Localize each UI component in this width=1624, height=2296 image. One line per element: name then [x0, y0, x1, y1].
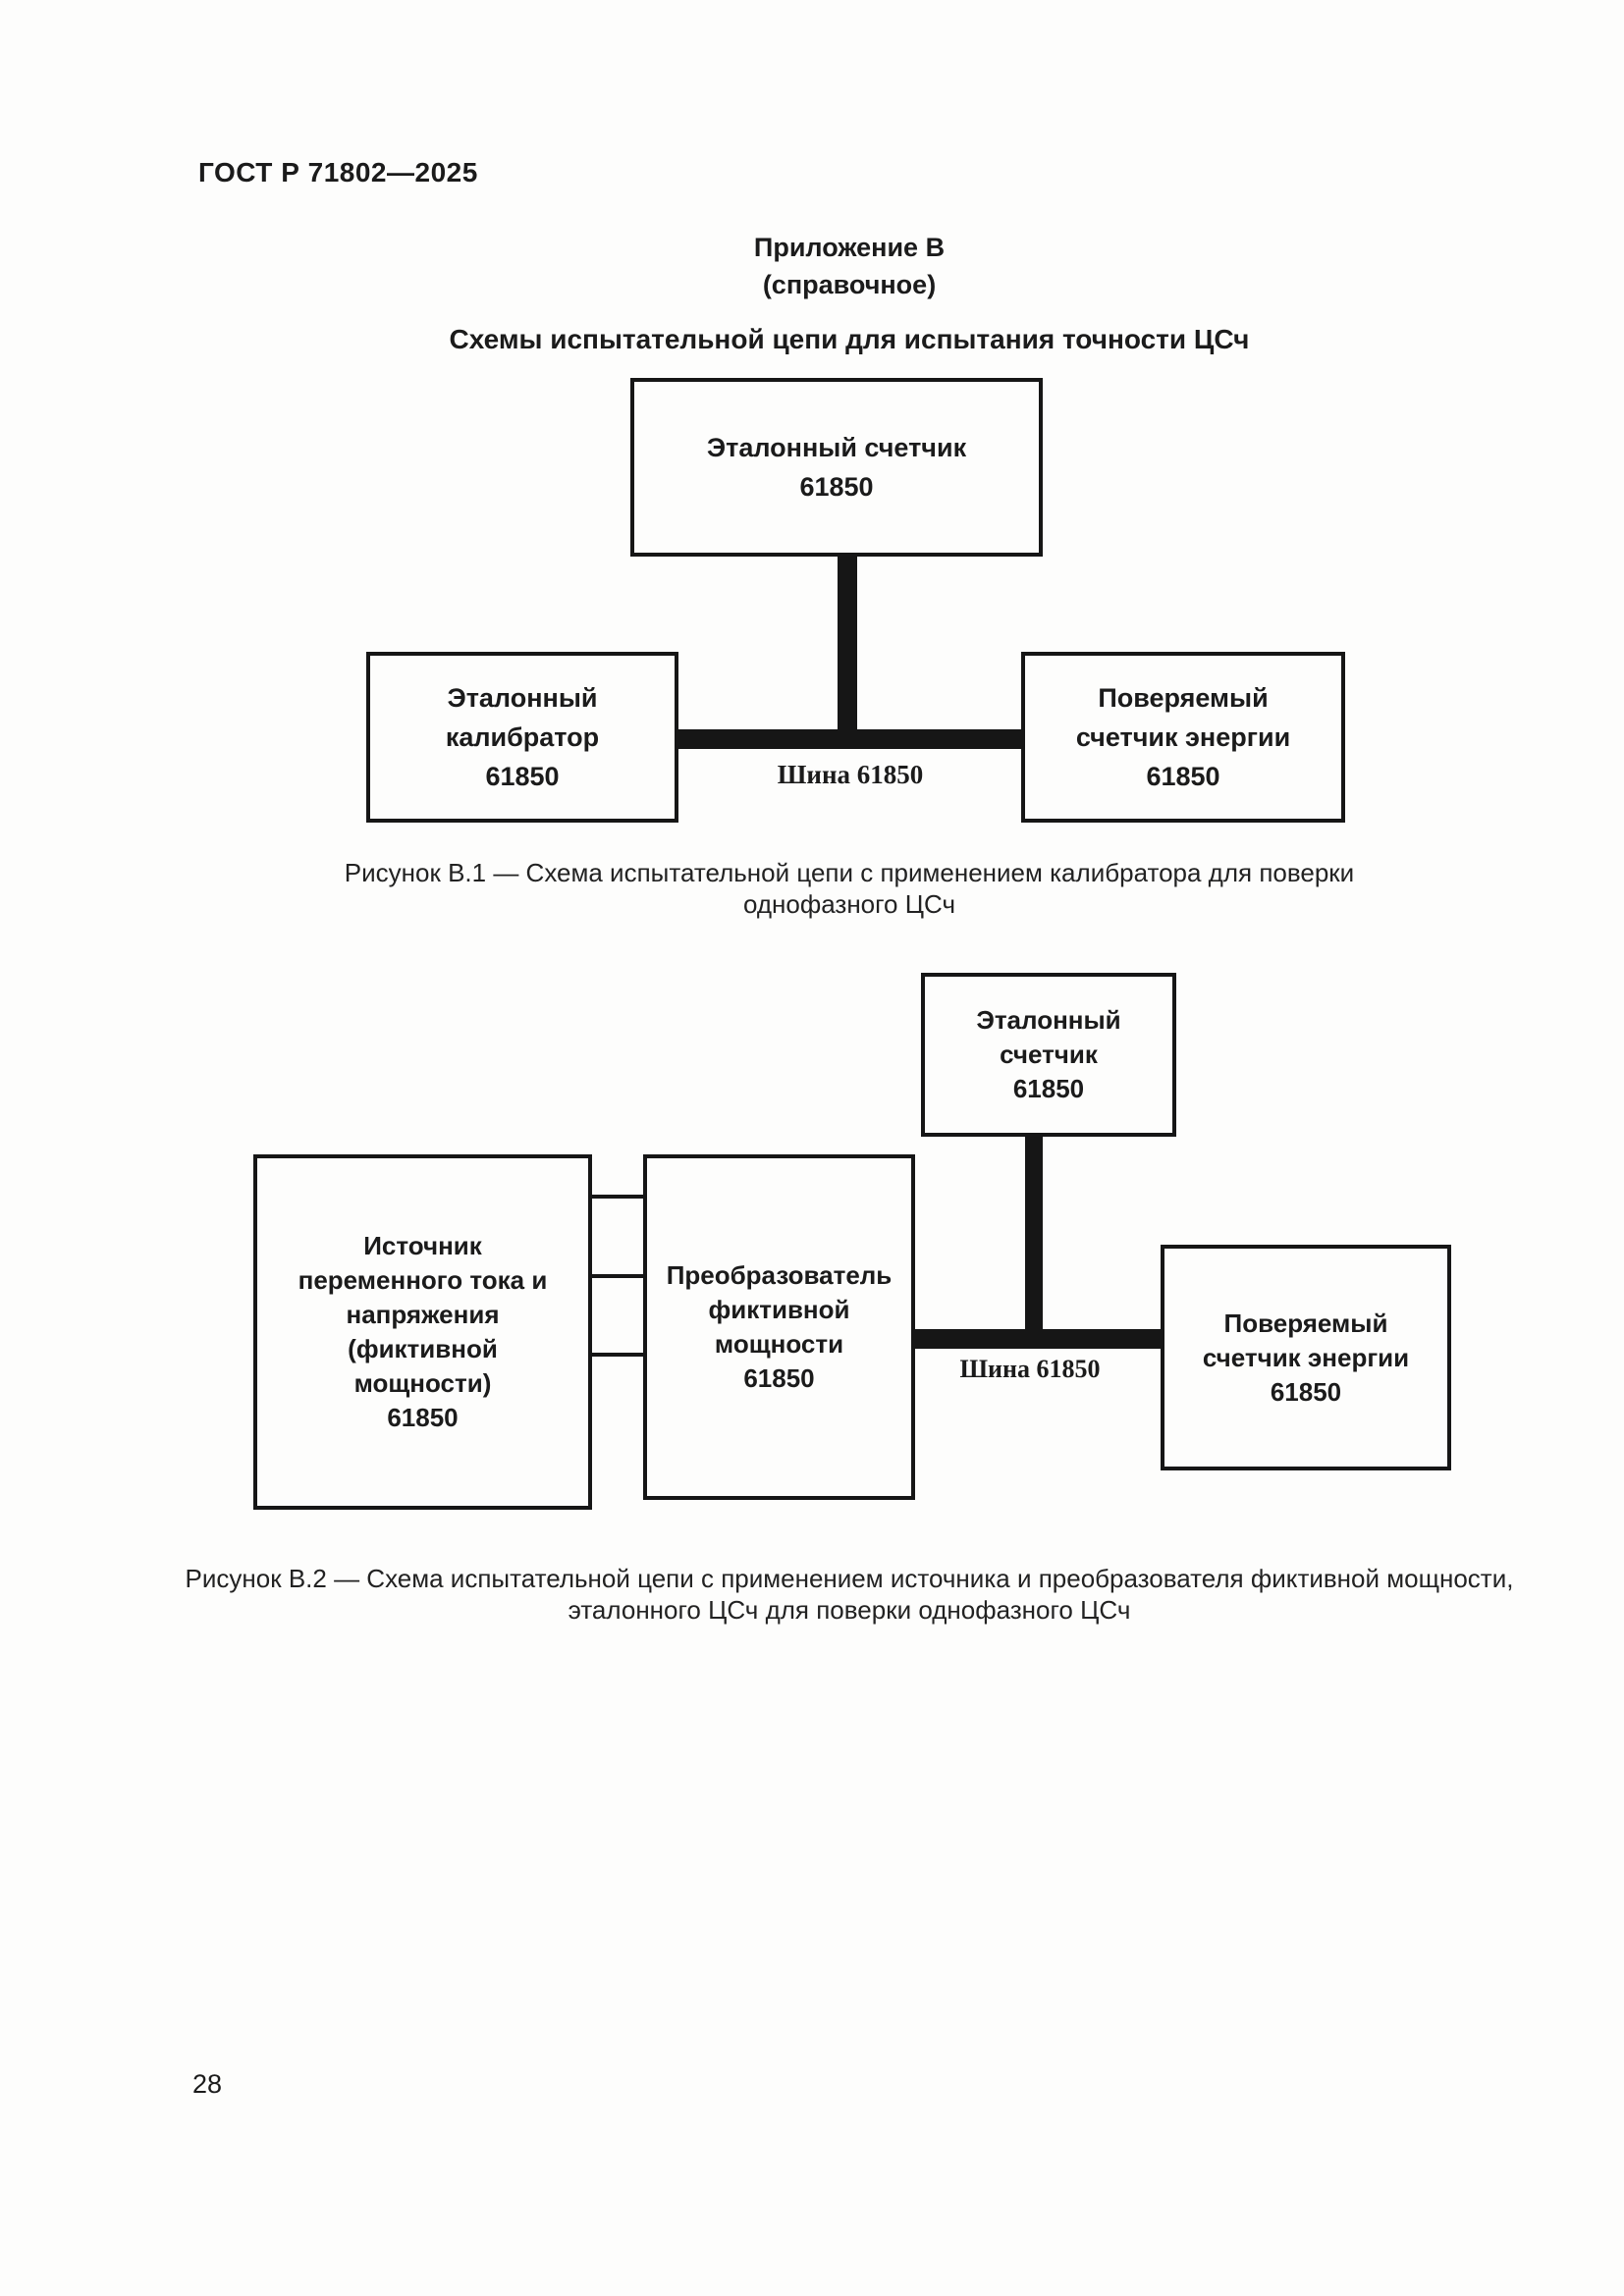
- box-label-line: счетчик: [1000, 1040, 1098, 1069]
- appendix-label: Приложение В: [753, 233, 946, 262]
- figure-b1-drop-line: [838, 553, 857, 749]
- box-label-line: 61850: [1012, 1074, 1085, 1103]
- box-label-line: мощности: [714, 1329, 844, 1359]
- figure-b2-drop-line: [1025, 1134, 1043, 1349]
- box-label-line: 61850: [387, 1403, 459, 1432]
- box-label-line: переменного тока и: [298, 1265, 548, 1295]
- page-title: Схемы испытательной цепи для испытания т…: [449, 324, 1250, 354]
- box-label-line: Преобразователь: [666, 1260, 893, 1290]
- box-label-line: счетчик энергии: [1075, 722, 1291, 752]
- box-label-line: напряжения: [346, 1300, 500, 1329]
- box-label-line: Эталонный счетчик: [706, 433, 967, 462]
- box-label-line: Поверяемый: [1098, 683, 1269, 713]
- box-label-line: Эталонный: [976, 1005, 1121, 1035]
- box-label-line: 61850: [743, 1363, 815, 1393]
- figure-b1-meter-under-test-box: Поверяемый счетчик энергии 61850: [1021, 652, 1345, 823]
- caption-line: однофазного ЦСч: [742, 889, 956, 919]
- figure-b2-reference-meter-box: Эталонный счетчик 61850: [921, 973, 1176, 1137]
- figure-b2-bus-label: Шина 61850: [959, 1355, 1101, 1383]
- box-label-line: мощности): [353, 1368, 492, 1398]
- figure-b1-caption: Рисунок В.1 — Схема испытательной цепи с…: [75, 857, 1624, 920]
- caption-line: эталонного ЦСч для поверки однофазного Ц…: [568, 1595, 1131, 1625]
- figure-b2-connector-line: [590, 1195, 645, 1199]
- figure-b2-source-box: Источник переменного тока и напряжения (…: [253, 1154, 592, 1510]
- document-header: ГОСТ Р 71802—2025: [198, 157, 478, 187]
- figure-b2-connector-line: [590, 1274, 645, 1278]
- figure-b2-converter-box: Преобразователь фиктивной мощности 61850: [643, 1154, 915, 1500]
- caption-line: Рисунок В.1 — Схема испытательной цепи с…: [344, 858, 1355, 887]
- page-number: 28: [192, 2069, 223, 2099]
- box-label-line: Источник: [363, 1231, 482, 1260]
- figure-b1-reference-meter-box: Эталонный счетчик 61850: [630, 378, 1043, 557]
- caption-line: Рисунок В.2 — Схема испытательной цепи с…: [185, 1564, 1514, 1593]
- figure-b1-calibrator-box: Эталонный калибратор 61850: [366, 652, 678, 823]
- figure-b2-caption: Рисунок В.2 — Схема испытательной цепи с…: [75, 1563, 1624, 1626]
- box-label-line: 61850: [799, 472, 874, 502]
- box-label-line: 61850: [1146, 762, 1220, 791]
- box-label-line: фиктивной: [708, 1295, 850, 1324]
- box-label-line: калибратор: [445, 722, 600, 752]
- figure-b2-connector-line: [590, 1353, 645, 1357]
- figure-b1-bus-label: Шина 61850: [777, 760, 924, 789]
- appendix-kind: (справочное): [762, 270, 937, 299]
- figure-b2-meter-under-test-box: Поверяемый счетчик энергии 61850: [1161, 1245, 1451, 1470]
- box-label-line: счетчик энергии: [1202, 1342, 1410, 1372]
- box-label-line: Поверяемый: [1223, 1308, 1388, 1338]
- box-label-line: (фиктивной: [348, 1334, 498, 1363]
- box-label-line: 61850: [485, 762, 560, 791]
- figure-b2-bus-bar: [913, 1329, 1162, 1349]
- box-label-line: Эталонный: [447, 683, 598, 713]
- figure-b1-bus-bar: [678, 729, 1021, 749]
- box-label-line: 61850: [1270, 1376, 1342, 1407]
